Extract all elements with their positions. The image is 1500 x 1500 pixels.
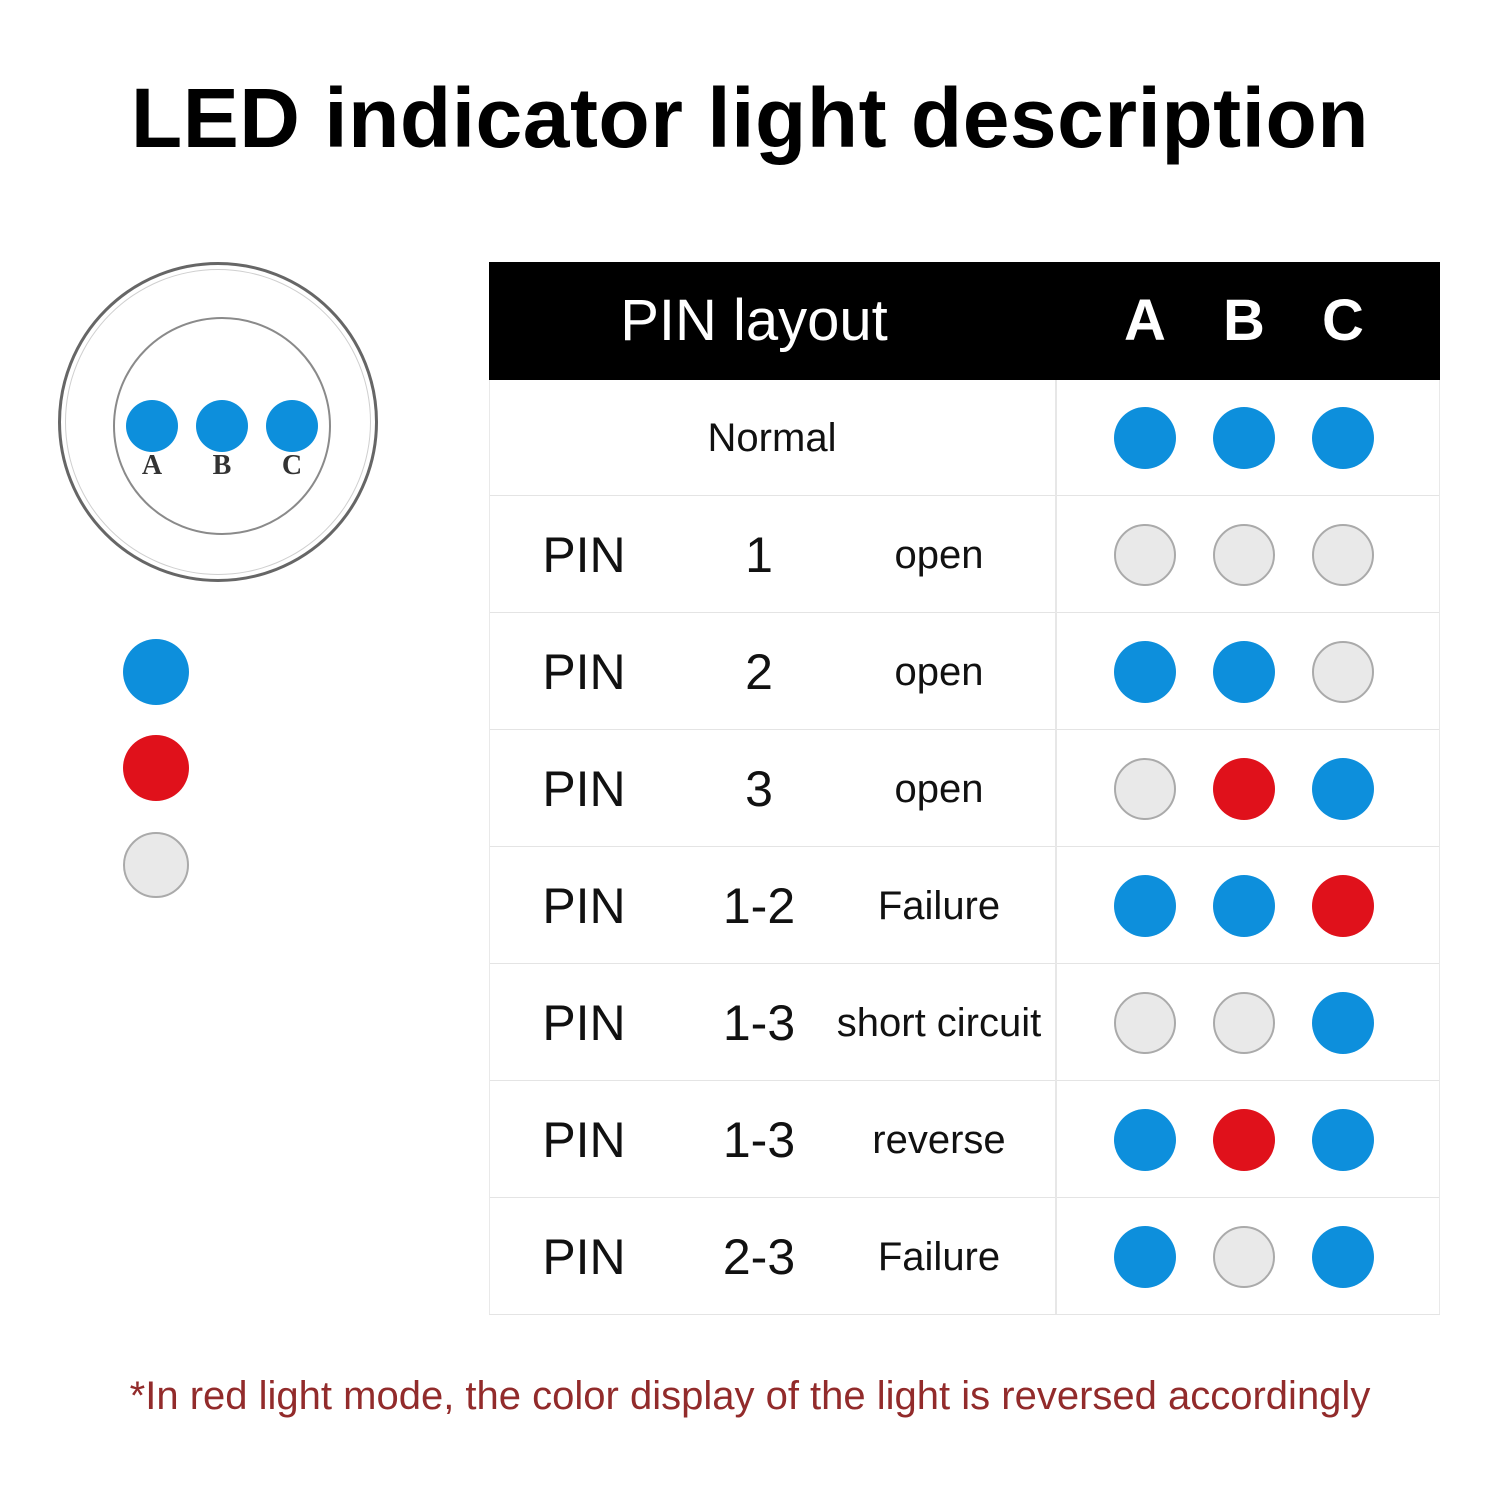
led-b-red [1213, 758, 1275, 820]
row-pin-label: PIN [542, 644, 626, 700]
row-pin-label: PIN [542, 1112, 626, 1168]
connector-pin-label: A [141, 450, 163, 481]
led-a-blue [1114, 1109, 1176, 1171]
row-pin-number: 1 [745, 527, 773, 583]
connector-pin-label: C [281, 450, 303, 481]
row-pin-number: 1-3 [722, 995, 796, 1051]
table-row: PIN 1 open [489, 497, 1440, 613]
led-b-blue [1213, 641, 1275, 703]
row-state: open [894, 650, 984, 694]
row-pin-label: PIN [542, 1229, 626, 1285]
header-col-c: C [1322, 288, 1364, 353]
table-row: PIN 1-2 Failure [489, 848, 1440, 964]
legend-dot-off [123, 832, 189, 898]
legend-dot-blue [123, 639, 189, 705]
row-pin-label: PIN [542, 995, 626, 1051]
led-c-blue [1312, 1109, 1374, 1171]
row-state: short circuit [836, 1001, 1042, 1045]
row-pin-label: PIN [542, 878, 626, 934]
connector-pin-label: B [212, 450, 232, 481]
table-row: PIN 1-3 short circuit [489, 965, 1440, 1081]
led-b-blue [1213, 875, 1275, 937]
table-row: PIN 3 open [489, 731, 1440, 847]
led-c-blue [1312, 992, 1374, 1054]
page-title: LED indicator light description [130, 71, 1370, 165]
row-state: open [894, 533, 984, 577]
row-pin-number: 2 [745, 644, 773, 700]
led-a-off [1114, 758, 1176, 820]
led-c-off [1312, 641, 1374, 703]
row-pin-number: 3 [745, 761, 773, 817]
header-title: PIN layout [620, 288, 888, 353]
header-col-b: B [1223, 288, 1265, 353]
footnote: *In red light mode, the color display of… [129, 1374, 1371, 1418]
led-c-blue [1312, 758, 1374, 820]
legend-dot-red [123, 735, 189, 801]
table-row: Normal [489, 380, 1440, 496]
row-pin-number: 2-3 [722, 1229, 796, 1285]
led-a-off [1114, 992, 1176, 1054]
table-row: PIN 1-3 reverse [489, 1082, 1440, 1198]
led-c-blue [1312, 407, 1374, 469]
led-a-blue [1114, 641, 1176, 703]
led-a-blue [1114, 1226, 1176, 1288]
led-b-off [1213, 1226, 1275, 1288]
led-c-red [1312, 875, 1374, 937]
row-pin-number: 1-3 [722, 1112, 796, 1168]
connector-pin-a [126, 400, 178, 452]
row-pin-label: PIN [542, 527, 626, 583]
led-b-blue [1213, 407, 1275, 469]
row-state: Failure [877, 1235, 1001, 1279]
led-a-off [1114, 524, 1176, 586]
table-row: PIN 2 open [489, 614, 1440, 730]
row-pin-label: PIN [542, 761, 626, 817]
led-c-off [1312, 524, 1374, 586]
column-divider [1055, 380, 1057, 1314]
led-a-blue [1114, 407, 1176, 469]
row-pin-number: 1-2 [722, 878, 796, 934]
table-border-right [1439, 380, 1440, 1314]
row-state: reverse [872, 1118, 1006, 1162]
led-b-off [1213, 524, 1275, 586]
header-col-a: A [1124, 288, 1166, 353]
table-header: PIN layout A B C [489, 262, 1440, 380]
table-border-left [489, 380, 490, 1314]
led-c-blue [1312, 1226, 1374, 1288]
led-b-off [1213, 992, 1275, 1054]
row-label: Normal [707, 416, 837, 460]
table-row: PIN 2-3 Failure [489, 1199, 1440, 1315]
connector-pin-c [266, 400, 318, 452]
led-a-blue [1114, 875, 1176, 937]
row-state: open [894, 767, 984, 811]
led-b-red [1213, 1109, 1275, 1171]
row-state: Failure [877, 884, 1001, 928]
connector-pin-b [196, 400, 248, 452]
